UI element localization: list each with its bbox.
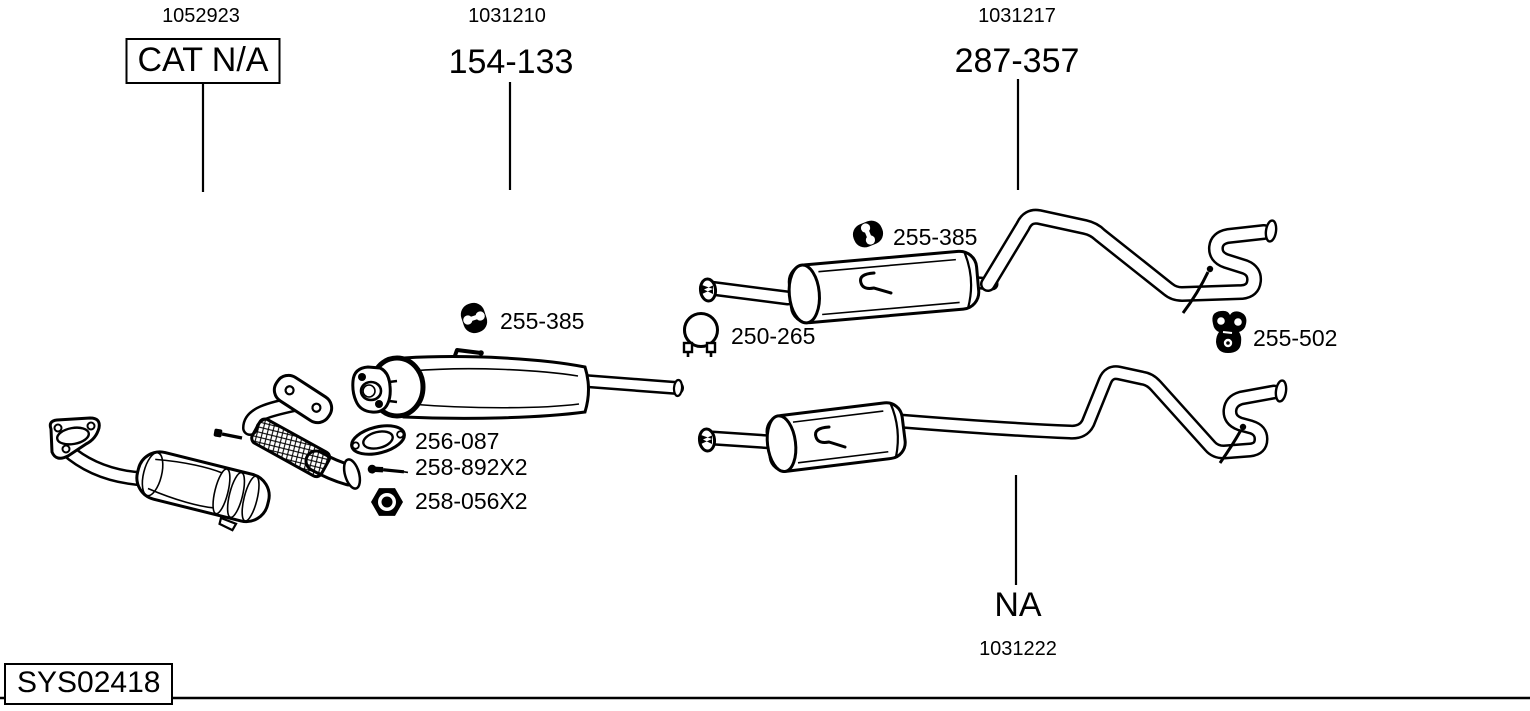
system-label-cat: CAT N/A <box>125 38 281 84</box>
gasket-icon <box>350 424 406 456</box>
cat-front-pipe-drawing <box>48 373 362 532</box>
part-number: 258-892X2 <box>415 454 528 480</box>
bolt-icon <box>367 464 409 474</box>
centre-muffler-drawing <box>351 348 684 420</box>
alt-rear-system-drawing <box>697 365 1288 474</box>
rubber-hanger-icon <box>849 217 887 251</box>
system-label: 154-133 <box>448 43 574 81</box>
system-ref: 1031210 <box>468 5 546 27</box>
system-label: 287-357 <box>954 42 1080 80</box>
part-number: 255-385 <box>500 308 585 334</box>
system-ref: 1031222 <box>979 638 1057 660</box>
rear-system-drawing <box>698 208 1278 325</box>
system-ref: 1052923 <box>162 5 240 27</box>
part-number: 256-087 <box>415 428 500 454</box>
nut-icon <box>371 488 403 516</box>
system-label-na: NA <box>994 586 1042 624</box>
part-number: 255-502 <box>1253 325 1338 351</box>
part-number: 250-265 <box>731 323 816 349</box>
rubber-hanger-3hole-icon <box>1212 310 1247 353</box>
diagram-code: SYS02418 <box>4 663 174 705</box>
leader-lines <box>201 79 1020 585</box>
rubber-hanger-icon <box>457 300 491 336</box>
system-ref: 1031217 <box>978 5 1056 27</box>
clamp-icon <box>682 312 719 357</box>
part-number: 255-385 <box>893 224 978 250</box>
part-number: 258-056X2 <box>415 488 528 514</box>
